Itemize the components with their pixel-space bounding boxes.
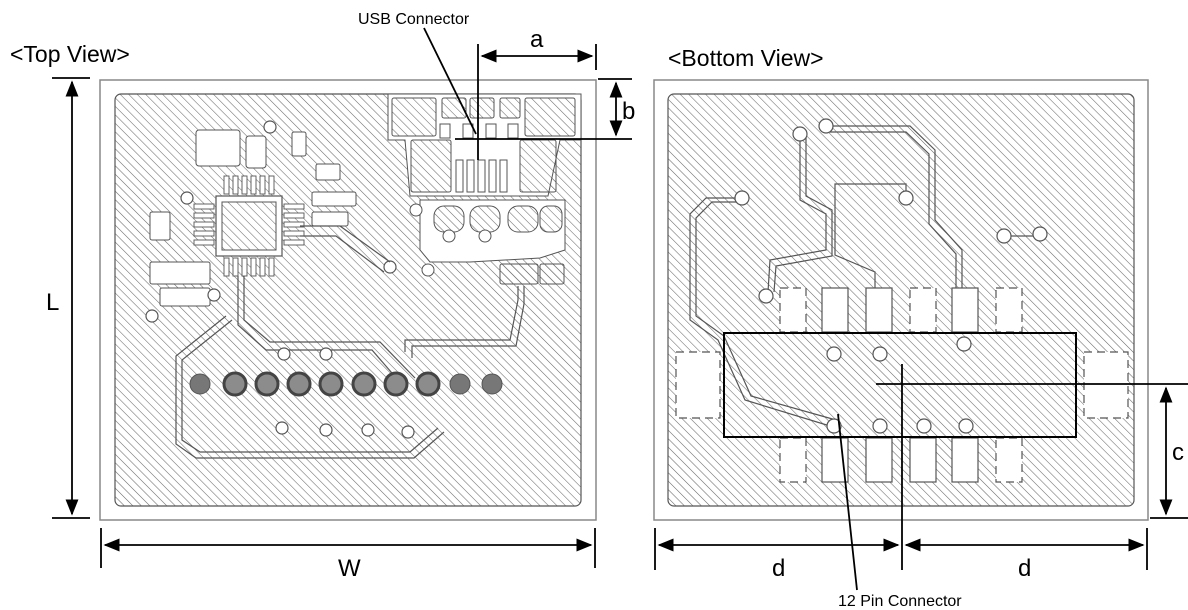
- dim-L-label: L: [46, 289, 59, 316]
- dim-c-label: c: [1172, 439, 1184, 466]
- usb-connector-label: USB Connector: [358, 11, 470, 28]
- dim-d-left-label: d: [772, 555, 785, 582]
- bottom-view-board: [653, 79, 1149, 521]
- dim-W-label: W: [338, 555, 361, 582]
- 12-pin-connector-label: 12 Pin Connector: [838, 593, 962, 610]
- dimension-lines: [52, 27, 1188, 591]
- dim-b-label: b: [622, 98, 635, 125]
- bottom-view-title: <Bottom View>: [668, 45, 824, 71]
- dim-d-right-label: d: [1018, 555, 1031, 582]
- 12-pin-connector-outline: [723, 332, 1077, 438]
- top-pin-row: [189, 371, 503, 397]
- dim-a-label: a: [530, 26, 544, 53]
- top-view-title: <Top View>: [10, 41, 130, 67]
- top-view-board: [99, 79, 597, 521]
